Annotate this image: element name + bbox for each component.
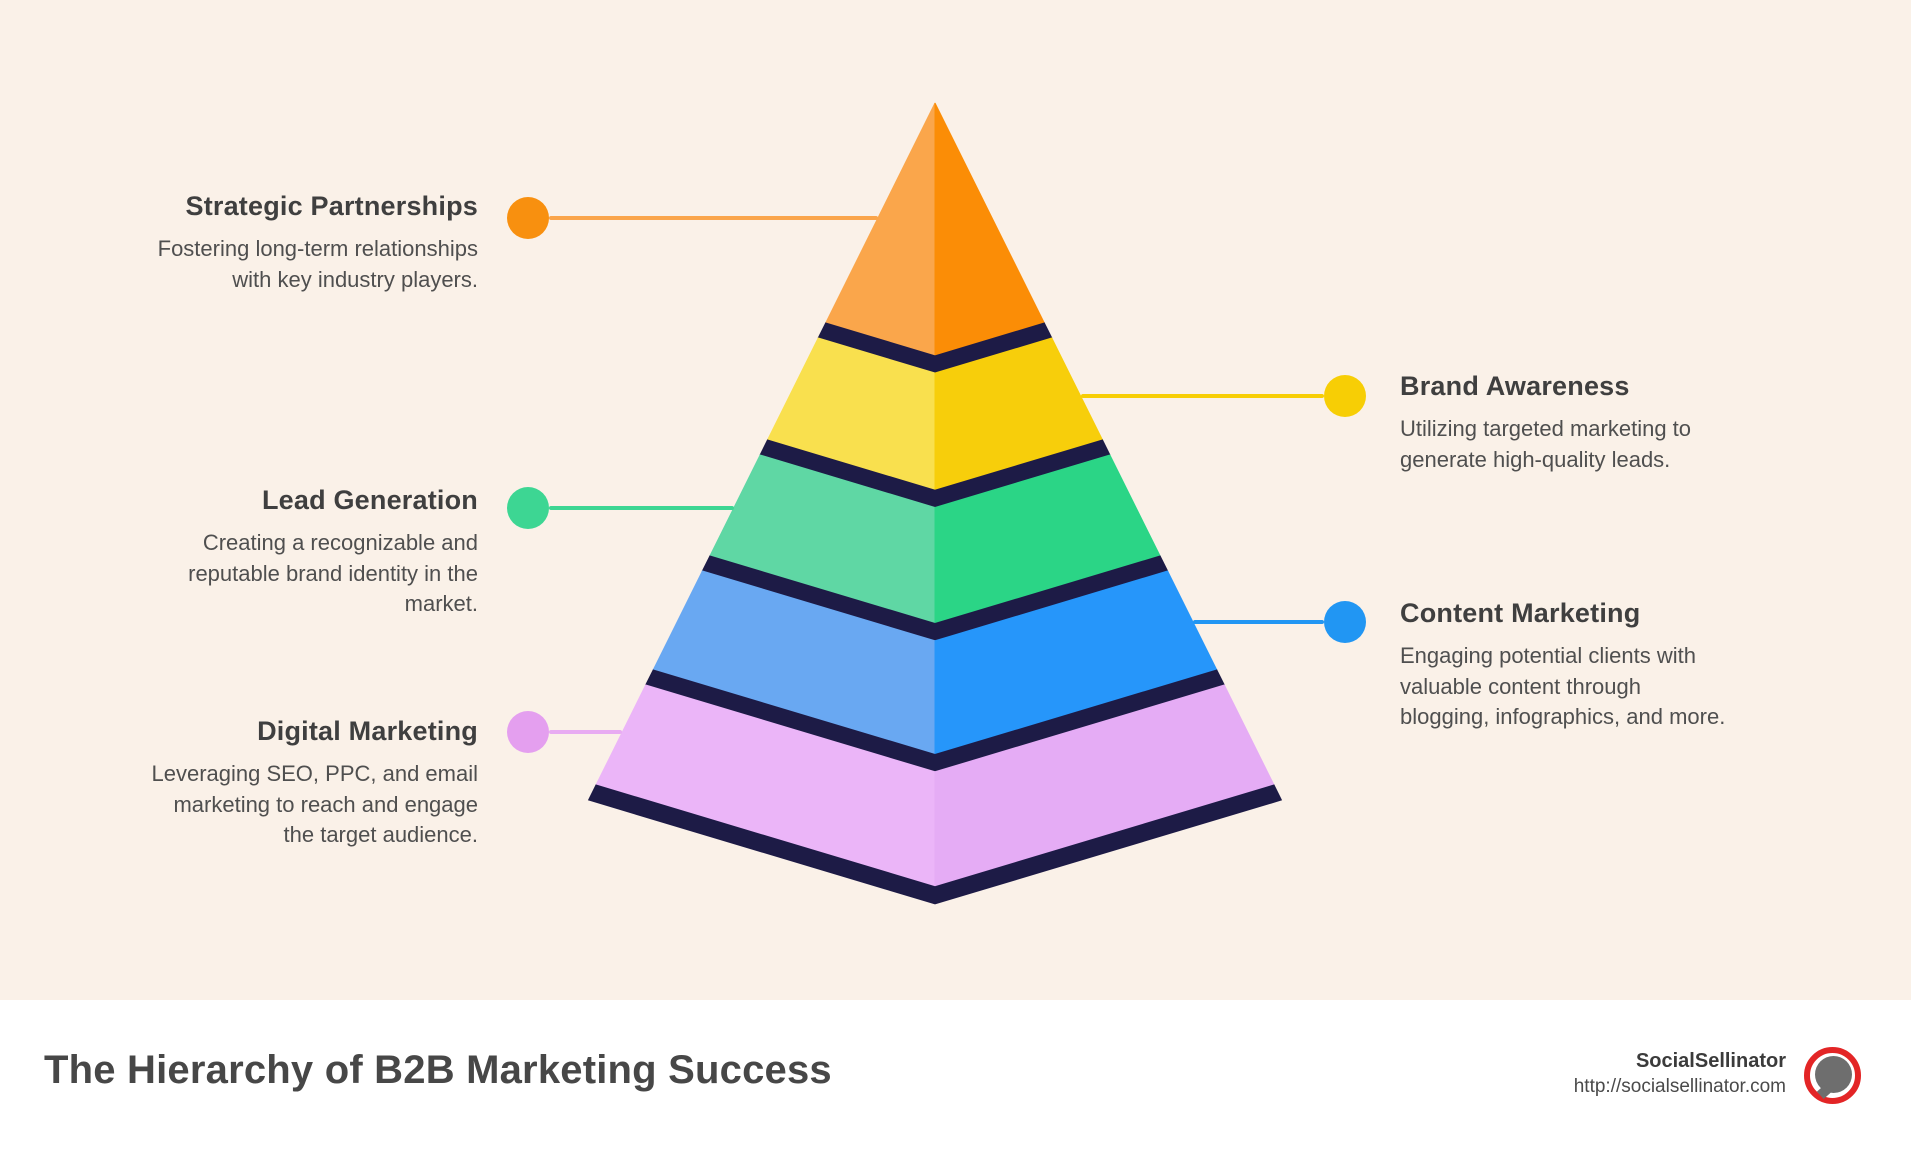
pyramid-tier-0-left-face xyxy=(824,102,936,357)
callout-title: Content Marketing xyxy=(1400,598,1641,628)
brand-url[interactable]: http://socialsellinator.com xyxy=(1573,1076,1786,1097)
callout-content-marketing: Content Marketing Engaging potential cli… xyxy=(1400,596,1820,733)
infographic-title: The Hierarchy of B2B Marketing Success xyxy=(44,1048,832,1092)
callout-title: Digital Marketing xyxy=(257,716,478,746)
pyramid-separator-4 xyxy=(587,784,1283,905)
callout-description: Leveraging SEO, PPC, and email marketing… xyxy=(151,761,478,847)
pyramid-tier-0-right-face xyxy=(934,102,1046,357)
brand-name: SocialSellinator xyxy=(1635,1050,1786,1072)
leader-line-digital-marketing xyxy=(549,730,622,734)
callout-title: Lead Generation xyxy=(261,485,478,515)
callout-description: Creating a recognizable and reputable br… xyxy=(188,530,478,616)
speech-bubble-icon xyxy=(1815,1056,1852,1093)
bullet-dot-brand-awareness xyxy=(1324,375,1366,417)
callout-lead-generation: Lead Generation Creating a recognizable … xyxy=(48,483,478,620)
footer-bar: The Hierarchy of B2B Marketing Success S… xyxy=(0,1000,1911,1160)
brand-block: SocialSellinator http://socialsellinator… xyxy=(1574,1048,1786,1100)
callout-description: Fostering long-term relationships with k… xyxy=(157,236,478,292)
socialsellinator-logo-icon xyxy=(1804,1047,1861,1104)
bullet-dot-strategic-partnerships xyxy=(507,197,549,239)
leader-line-brand-awareness xyxy=(1081,394,1324,398)
callout-title: Brand Awareness xyxy=(1400,371,1630,401)
bullet-dot-lead-generation xyxy=(507,487,549,529)
bullet-dot-content-marketing xyxy=(1324,601,1366,643)
callout-brand-awareness: Brand Awareness Utilizing targeted marke… xyxy=(1400,369,1820,475)
callout-description: Utilizing targeted marketing to generate… xyxy=(1400,416,1692,472)
callout-description: Engaging potential clients with valuable… xyxy=(1400,643,1726,729)
callout-strategic-partnerships: Strategic Partnerships Fostering long-te… xyxy=(48,189,478,295)
callout-title: Strategic Partnerships xyxy=(185,191,478,221)
callout-digital-marketing: Digital Marketing Leveraging SEO, PPC, a… xyxy=(48,714,478,851)
leader-line-content-marketing xyxy=(1193,620,1324,624)
bullet-dot-digital-marketing xyxy=(507,711,549,753)
leader-line-strategic-partnerships xyxy=(549,216,878,220)
leader-line-lead-generation xyxy=(549,506,734,510)
